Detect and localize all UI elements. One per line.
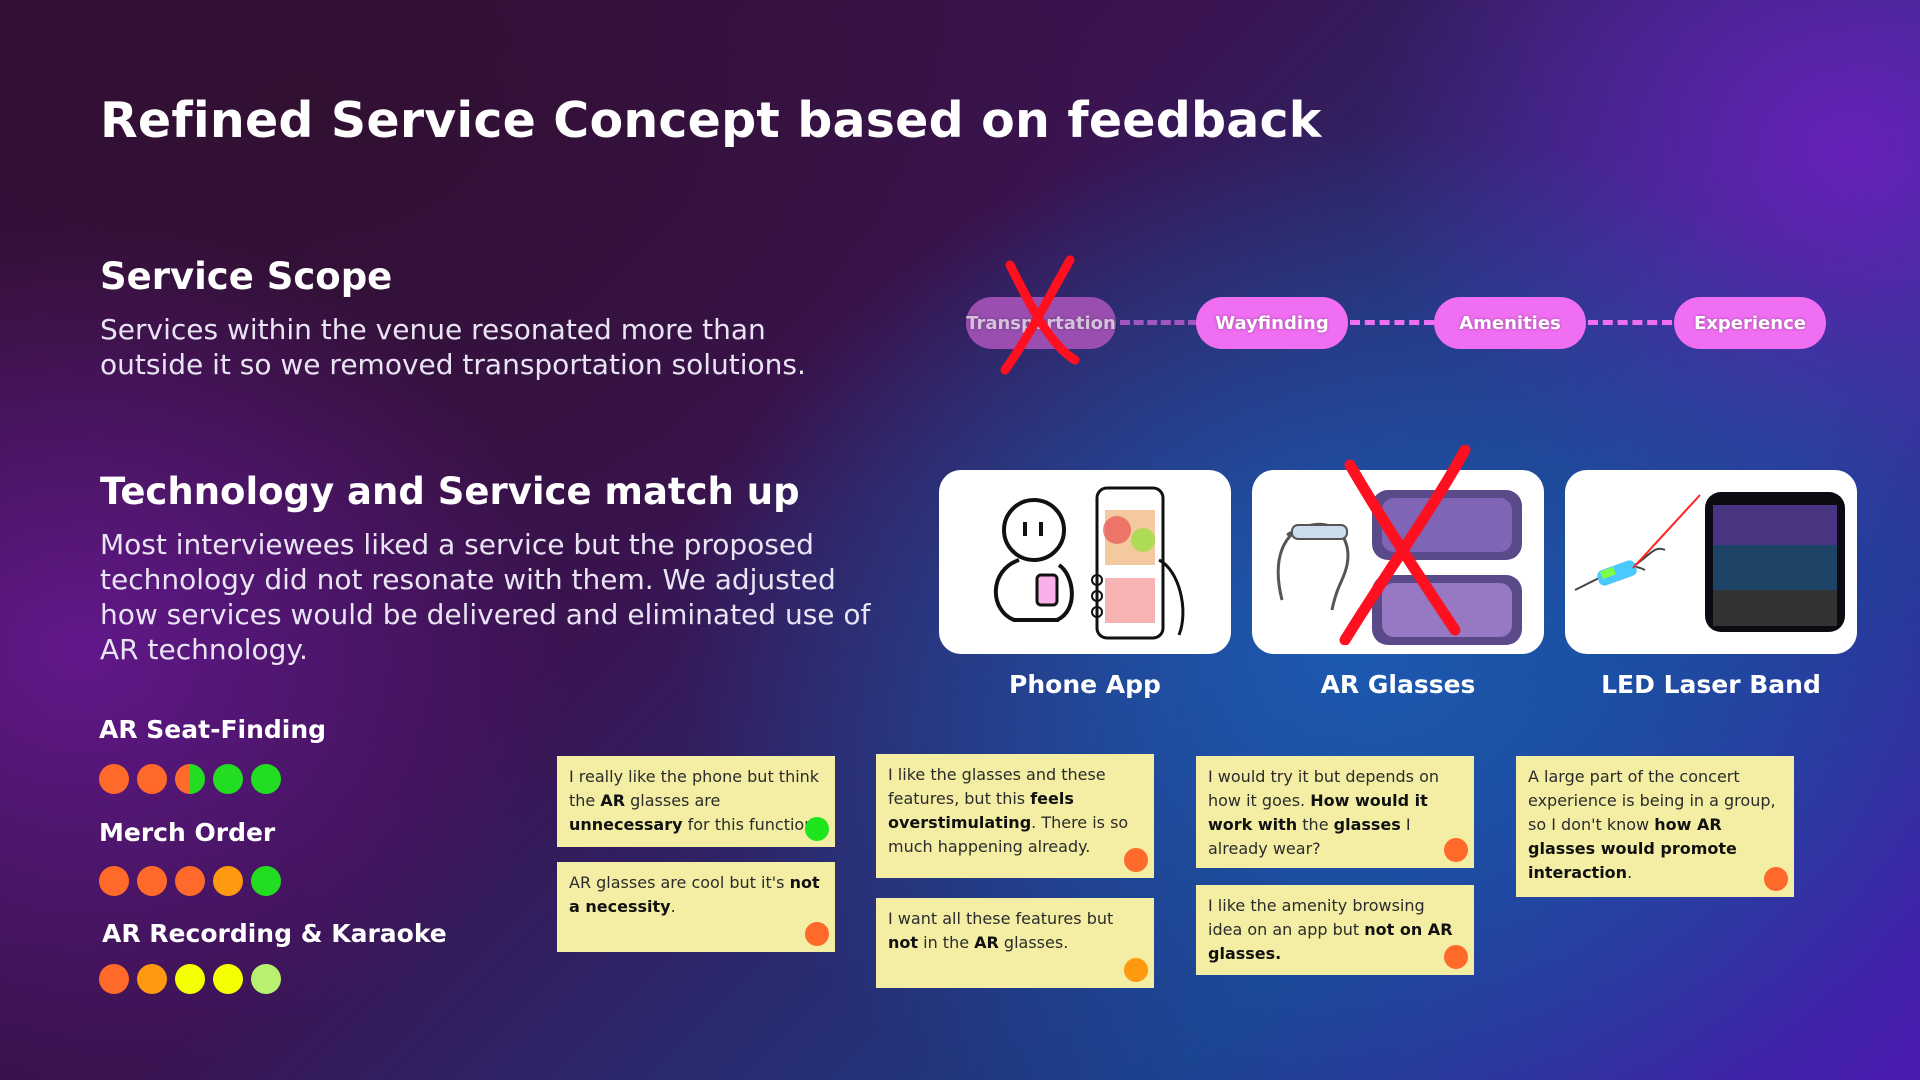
service-scope-line: outside it so we removed transportation …: [100, 348, 806, 381]
phone-app-illustration-icon: [993, 486, 1185, 640]
rating-dot: [175, 764, 205, 794]
rating-dot: [251, 764, 281, 794]
led-laser-band-illustration-icon: [1574, 492, 1845, 632]
tech-line: AR technology.: [100, 633, 308, 666]
tech-label-phone-app: Phone App: [1009, 670, 1161, 699]
sentiment-dot: [1764, 867, 1788, 891]
sticky-note: I like the amenity browsing idea on an a…: [1196, 885, 1474, 975]
sentiment-dot: [805, 922, 829, 946]
sentiment-dot: [1444, 838, 1468, 862]
rating-dots: [99, 964, 281, 994]
tech-label-led-laser-band: LED Laser Band: [1601, 670, 1821, 699]
sticky-note: AR glasses are cool but it's not a neces…: [557, 862, 835, 952]
rating-dot: [99, 964, 129, 994]
rating-dots: [99, 866, 281, 896]
rating-label: AR Seat-Finding: [99, 715, 327, 744]
sticky-note: I really like the phone but think the AR…: [557, 756, 835, 847]
rating-dot: [137, 866, 167, 896]
rating-dot: [175, 964, 205, 994]
sentiment-dot: [1124, 848, 1148, 872]
rating-dot: [251, 964, 281, 994]
rating-dot: [251, 866, 281, 896]
rating-label: Merch Order: [99, 818, 276, 847]
pill-connector: [1120, 320, 1198, 325]
tech-text: Most interviewees liked a service but th…: [100, 527, 870, 667]
sentiment-dot: [1124, 958, 1148, 982]
led-laser-band-card: [1565, 470, 1857, 654]
rating-dot: [137, 764, 167, 794]
tech-line: technology did not resonate with them. W…: [100, 563, 836, 596]
tech-line: Most interviewees liked a service but th…: [100, 528, 814, 561]
tech-heading: Technology and Service match up: [100, 470, 800, 513]
cross-mark-icon: [1339, 445, 1471, 645]
rating-dot: [137, 964, 167, 994]
phone-app-card: [939, 470, 1231, 654]
rating-label: AR Recording & Karaoke: [102, 919, 447, 948]
rating-dot: [213, 764, 243, 794]
sticky-note: I want all these features but not in the…: [876, 898, 1154, 988]
ar-glasses-illustration-icon: [1276, 490, 1522, 645]
tech-label-ar-glasses: AR Glasses: [1320, 670, 1476, 699]
rating-dot: [213, 964, 243, 994]
rating-dots: [99, 764, 281, 794]
sticky-note: I like the glasses and these features, b…: [876, 754, 1154, 878]
page-title: Refined Service Concept based on feedbac…: [100, 92, 1322, 149]
rating-dot: [99, 764, 129, 794]
rating-dot: [175, 866, 205, 896]
pill-wayfinding: Wayfinding: [1196, 297, 1348, 349]
sentiment-dot: [805, 817, 829, 841]
service-scope-line: Services within the venue resonated more…: [100, 313, 766, 346]
sticky-note: A large part of the concert experience i…: [1516, 756, 1794, 897]
tech-line: how services would be delivered and elim…: [100, 598, 871, 631]
pill-connector: [1588, 320, 1672, 325]
service-scope-text: Services within the venue resonated more…: [100, 312, 806, 382]
sentiment-dot: [1444, 945, 1468, 969]
pill-connector: [1350, 320, 1434, 325]
pill-experience: Experience: [1674, 297, 1826, 349]
service-scope-heading: Service Scope: [100, 255, 393, 298]
pill-amenities: Amenities: [1434, 297, 1586, 349]
sticky-note: I would try it but depends on how it goe…: [1196, 756, 1474, 868]
rating-dot: [213, 866, 243, 896]
cross-mark-icon: [1000, 255, 1080, 375]
rating-dot: [99, 866, 129, 896]
